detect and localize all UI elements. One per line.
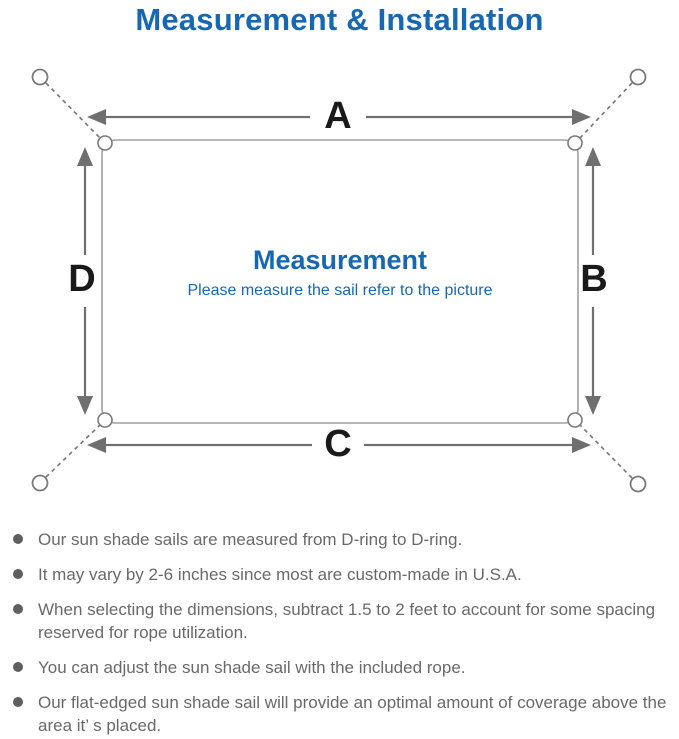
arrowhead-right-icon <box>572 437 591 453</box>
arrowhead-up-icon <box>585 147 601 166</box>
dimension-label-b: B <box>580 258 608 300</box>
diagram-center-subtitle: Please measure the sail refer to the pic… <box>187 282 493 299</box>
sail-outline <box>101 139 579 424</box>
bullet-list: Our sun shade sails are measured from D-… <box>13 528 673 739</box>
bullet-text: Our flat-edged sun shade sail will provi… <box>38 693 667 735</box>
anchor-point-icon <box>31 474 49 492</box>
list-item: Our flat-edged sun shade sail will provi… <box>13 691 673 737</box>
rope-line-top-left <box>45 82 101 139</box>
bullet-dot-icon <box>13 534 23 544</box>
rope-line-top-right <box>579 82 633 139</box>
anchor-points <box>31 68 647 493</box>
list-item: Our sun shade sails are measured from D-… <box>13 528 673 551</box>
d-rings <box>97 135 583 428</box>
d-ring-icon <box>97 412 113 428</box>
arrowhead-down-icon <box>585 396 601 415</box>
list-item: When selecting the dimensions, subtract … <box>13 598 673 644</box>
dimension-arrow-top <box>87 109 591 125</box>
anchor-rope-lines <box>45 82 633 479</box>
bullet-dot-icon <box>13 697 23 707</box>
measurement-diagram <box>31 68 647 493</box>
d-ring-icon <box>97 135 113 151</box>
dimension-label-a: A <box>324 95 352 137</box>
d-ring-icon <box>567 135 583 151</box>
bullet-dot-icon <box>13 569 23 579</box>
dimension-arrow-right <box>585 147 601 415</box>
d-ring-icon <box>567 412 583 428</box>
diagram-center-text: Measurement Please measure the sail refe… <box>102 245 578 300</box>
arrowhead-right-icon <box>572 109 591 125</box>
diagram-center-title: Measurement <box>252 245 428 275</box>
list-item: You can adjust the sun shade sail with t… <box>13 656 673 679</box>
dimension-arrow-bottom <box>87 437 591 453</box>
dimension-arrow-left <box>77 147 93 415</box>
list-item: It may vary by 2-6 inches since most are… <box>13 563 673 586</box>
bullet-text: Our sun shade sails are measured from D-… <box>38 530 463 549</box>
arrowhead-down-icon <box>77 396 93 415</box>
dimension-label-d: D <box>68 258 96 300</box>
rope-line-bottom-right <box>579 424 633 479</box>
page-title: Measurement & Installation <box>135 2 544 37</box>
dimension-label-c: C <box>324 423 352 465</box>
arrowhead-left-icon <box>87 109 106 125</box>
bullet-text: It may vary by 2-6 inches since most are… <box>38 565 522 584</box>
anchor-point-icon <box>629 68 647 86</box>
bullet-text: You can adjust the sun shade sail with t… <box>38 658 466 677</box>
anchor-point-icon <box>629 475 647 493</box>
rope-line-bottom-left <box>45 424 101 478</box>
bullet-dot-icon <box>13 662 23 672</box>
bullet-text: When selecting the dimensions, subtract … <box>38 600 656 642</box>
arrowhead-up-icon <box>77 147 93 166</box>
arrowhead-left-icon <box>87 437 106 453</box>
bullet-dot-icon <box>13 604 23 614</box>
anchor-point-icon <box>31 68 49 86</box>
